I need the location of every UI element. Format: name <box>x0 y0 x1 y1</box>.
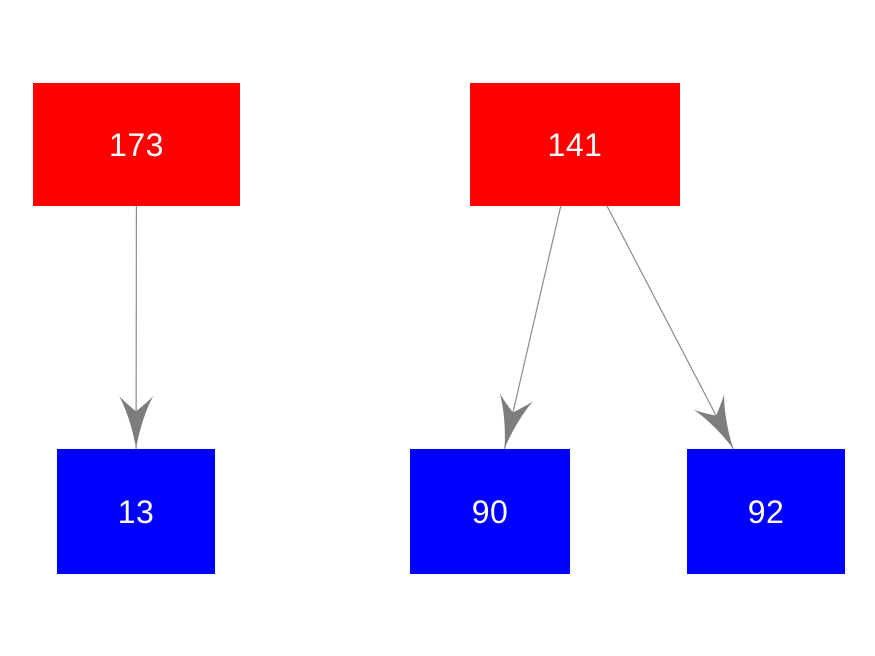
edge-arrowhead-141-92 <box>693 394 734 449</box>
node-label-13: 13 <box>117 493 155 530</box>
edge-arrowhead-141-90 <box>499 393 533 449</box>
node-label-173: 173 <box>109 126 164 163</box>
node-label-90: 90 <box>471 493 509 530</box>
node-13: 13 <box>57 449 215 574</box>
node-92: 92 <box>687 449 845 574</box>
node-173: 173 <box>33 83 240 206</box>
node-label-141: 141 <box>547 126 603 163</box>
node-label-92: 92 <box>747 493 785 530</box>
node-90: 90 <box>410 449 570 574</box>
edge-arrowhead-173-13 <box>119 395 154 449</box>
node-141: 141 <box>470 83 680 206</box>
